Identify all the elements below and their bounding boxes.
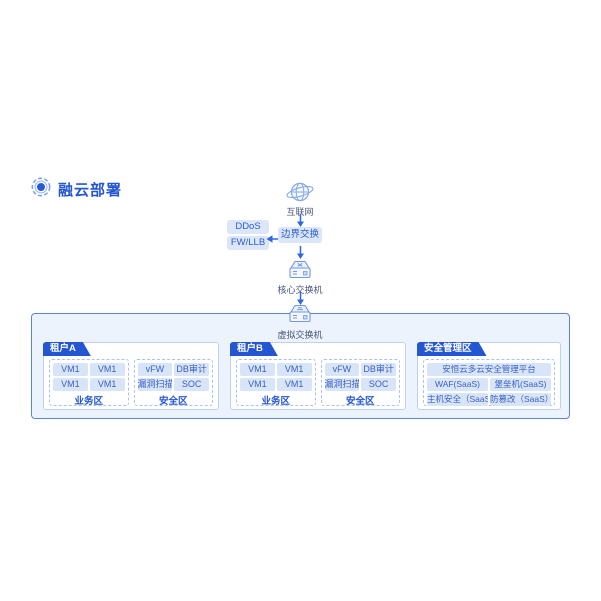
security-mgmt-zone: 安恒云多云安全管理平台 WAF(SaaS) 堡垒机(SaaS) 主机安全（Saa…	[423, 359, 555, 406]
fw-llb-node: FW/LLB	[227, 236, 269, 250]
core-switch-label: 核心交换机	[277, 285, 323, 295]
tenant-b-business-zone: VM1 VM1 VM1 VM1 业务区	[236, 359, 316, 407]
host-security-saas-node: 主机安全（SaaS）	[427, 393, 488, 406]
page-title: 融云部署	[58, 182, 123, 199]
tenant-b-security-zone: vFW DB审计 漏洞扫描 SOC 安全区	[320, 359, 400, 407]
vm-node: VM1	[89, 363, 125, 376]
security-mgmt-body: 安恒云多云安全管理平台 WAF(SaaS) 堡垒机(SaaS) 主机安全（Saa…	[423, 359, 555, 406]
arrow-down-icon	[296, 246, 305, 264]
border-switch-node: 边界交换	[278, 227, 322, 243]
security-zone-label: 安全区	[158, 396, 188, 407]
vuln-scan-node: 漏洞扫描	[324, 378, 360, 391]
mgmt-row: 安恒云多云安全管理平台	[427, 363, 551, 376]
virtual-switch-label: 虚拟交换机	[277, 330, 323, 340]
zone-grid: VM1 VM1 VM1 VM1	[240, 363, 312, 391]
vfw-node: vFW	[137, 363, 173, 376]
vm-node: VM1	[53, 378, 88, 391]
section-security-mgmt: 安全管理区 安恒云多云安全管理平台 WAF(SaaS) 堡垒机(SaaS) 主机…	[417, 342, 561, 410]
tenant-a-business-zone: VM1 VM1 VM1 VM1 业务区	[49, 359, 129, 407]
mgmt-row: WAF(SaaS) 堡垒机(SaaS)	[427, 378, 551, 391]
arrow-down-icon	[296, 292, 305, 310]
diagram-title-row: 融云部署	[31, 177, 122, 202]
bastion-saas-node: 堡垒机(SaaS)	[490, 378, 551, 391]
vm-node: VM1	[240, 378, 275, 391]
vfw-node: vFW	[324, 363, 360, 376]
vm-node: VM1	[53, 363, 88, 376]
vuln-scan-node: 漏洞扫描	[137, 378, 173, 391]
business-zone-label: 业务区	[74, 396, 103, 407]
vm-node: VM1	[276, 363, 312, 376]
zone-grid: VM1 VM1 VM1 VM1	[53, 363, 125, 391]
tenant-a-body: VM1 VM1 VM1 VM1 业务区 vFW DB审计 漏洞扫描 SOC 安全…	[49, 359, 213, 407]
bullseye-icon	[31, 177, 51, 202]
db-audit-node: DB审计	[361, 363, 396, 376]
zone-grid: vFW DB审计 漏洞扫描 SOC	[137, 363, 209, 391]
security-zone-label: 安全区	[345, 396, 375, 407]
section-tenant-a: 租户A VM1 VM1 VM1 VM1 业务区 vFW DB审计 漏洞扫描 SO…	[43, 342, 219, 410]
section-tenant-b: 租户B VM1 VM1 VM1 VM1 业务区 vFW DB审计 漏洞扫描 SO…	[230, 342, 406, 410]
vm-node: VM1	[240, 363, 275, 376]
multicloud-platform-node: 安恒云多云安全管理平台	[427, 363, 551, 376]
zone-grid: vFW DB审计 漏洞扫描 SOC	[324, 363, 396, 391]
core-switch-icon	[286, 260, 314, 287]
tenant-b-body: VM1 VM1 VM1 VM1 业务区 vFW DB审计 漏洞扫描 SOC 安全…	[236, 359, 400, 407]
ddos-node: DDoS	[227, 220, 269, 234]
arrow-down-icon	[296, 214, 305, 232]
waf-saas-node: WAF(SaaS)	[427, 378, 488, 391]
db-audit-node: DB审计	[174, 363, 209, 376]
mgmt-row: 主机安全（SaaS） 防篡改（SaaS）	[427, 393, 551, 406]
virtual-switch-icon	[286, 304, 314, 331]
vm-node: VM1	[89, 378, 125, 391]
arrow-left-icon	[266, 231, 278, 249]
internet-label: 互联网	[286, 207, 314, 217]
business-zone-label: 业务区	[261, 396, 290, 407]
vm-node: VM1	[276, 378, 312, 391]
tenant-b-tab: 租户B	[230, 342, 278, 356]
soc-node: SOC	[361, 378, 396, 391]
soc-node: SOC	[174, 378, 209, 391]
anti-tamper-saas-node: 防篡改（SaaS）	[490, 393, 551, 406]
tenant-a-tab: 租户A	[43, 342, 91, 356]
internet-globe-icon	[284, 180, 316, 209]
security-mgmt-tab: 安全管理区	[417, 342, 487, 356]
tenant-a-security-zone: vFW DB审计 漏洞扫描 SOC 安全区	[133, 359, 213, 407]
